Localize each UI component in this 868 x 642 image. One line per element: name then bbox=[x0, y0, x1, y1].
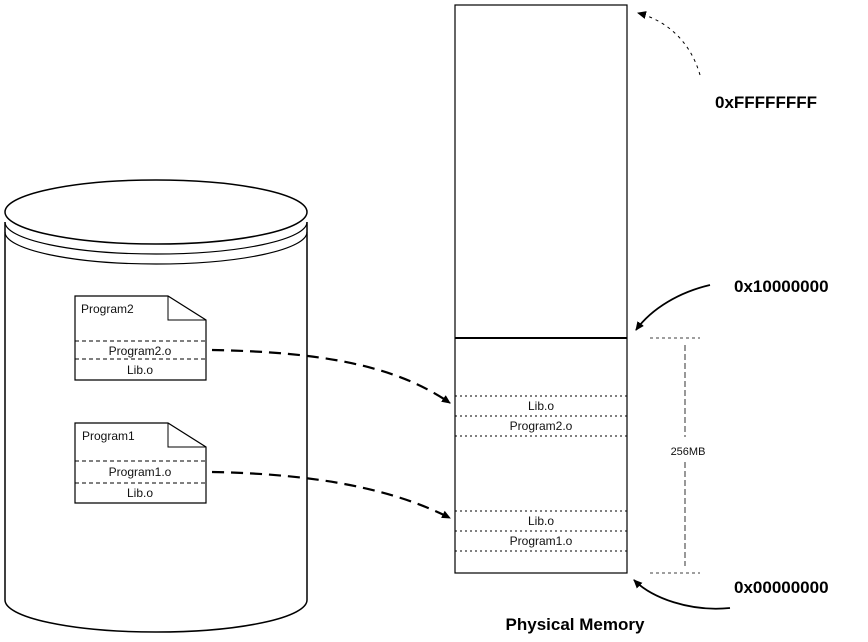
load-arrow-program2 bbox=[211, 348, 451, 404]
file-lib-label: Lib.o bbox=[127, 363, 153, 377]
physical-memory-column bbox=[454, 4, 628, 574]
pointer-arrow-top bbox=[637, 11, 701, 76]
file-lib-label: Lib.o bbox=[127, 486, 153, 500]
file-object-label: Program2.o bbox=[109, 344, 172, 358]
address-middle-label: 0x10000000 bbox=[734, 277, 829, 296]
memory-caption: Physical Memory bbox=[506, 615, 645, 634]
disk-cylinder bbox=[4, 179, 308, 633]
load-arrow-program1 bbox=[211, 470, 451, 519]
memory-region-program1: Lib.o Program1.o bbox=[510, 514, 573, 548]
file-title: Program1 bbox=[82, 429, 135, 443]
memory-region-program2: Lib.o Program2.o bbox=[510, 399, 573, 433]
file-program2: Program2 Program2.o Lib.o bbox=[74, 295, 207, 381]
region-lib-label: Lib.o bbox=[528, 399, 554, 413]
region-object-label: Program2.o bbox=[510, 419, 573, 433]
size-label: 256MB bbox=[671, 446, 706, 458]
file-title: Program2 bbox=[81, 302, 134, 316]
address-bottom-label: 0x00000000 bbox=[734, 578, 829, 597]
pointer-arrow-bottom bbox=[633, 579, 731, 610]
address-top-label: 0xFFFFFFFF bbox=[715, 93, 817, 112]
size-dimension: 256MB bbox=[650, 337, 706, 574]
file-object-label: Program1.o bbox=[109, 465, 172, 479]
region-object-label: Program1.o bbox=[510, 534, 573, 548]
pointer-arrow-middle bbox=[635, 284, 711, 331]
file-program1: Program1 Program1.o Lib.o bbox=[74, 422, 207, 504]
region-lib-label: Lib.o bbox=[528, 514, 554, 528]
